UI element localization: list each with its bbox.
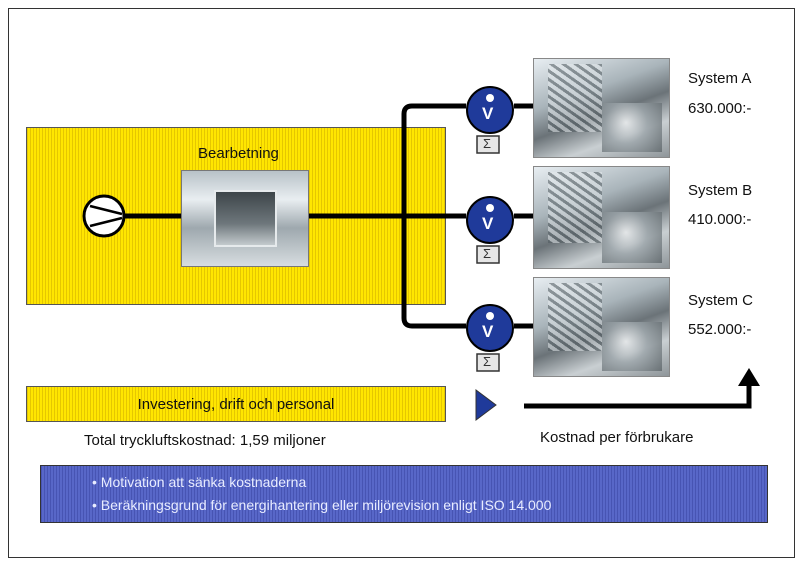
system-c-cost: 552.000:- [688, 321, 752, 338]
sum-box-a [476, 135, 500, 154]
meter-letter-a: V [482, 104, 494, 123]
sum-box-c [476, 353, 500, 372]
total-cost-label: Total tryckluftskostnad: 1,59 miljoner [84, 432, 326, 449]
system-c-name: System C [688, 292, 754, 309]
investment-label: Investering, drift och personal [137, 396, 335, 413]
arrow-up-icon [738, 368, 760, 386]
note-box [40, 465, 768, 523]
consumer-photo-a [533, 58, 670, 158]
per-consumer-label: Kostnad per förbrukare [540, 429, 694, 446]
sum-symbol-a: Σ [483, 136, 492, 151]
triangle-marker-icon [475, 389, 497, 421]
flow-meter-icon-b [466, 196, 514, 244]
pipe-manifold [401, 103, 466, 329]
machine-image [181, 170, 309, 267]
flow-meter-icon-a [466, 86, 514, 134]
investment-bar [26, 386, 446, 422]
sum-symbol-c: Σ [483, 354, 492, 369]
consumer-photo-b [533, 166, 670, 269]
flow-meter-icon-c [466, 304, 514, 352]
meter-letter-c: V [482, 322, 494, 341]
system-b-name: System B [688, 182, 753, 199]
cost-arrow-line [524, 384, 752, 409]
sum-box-b [476, 245, 500, 264]
note-line-1: • Motivation att sänka kostnaderna [92, 474, 307, 490]
system-a-cost: 630.000:- [688, 100, 752, 117]
system-b-cost: 410.000:- [688, 211, 752, 228]
note-line-2: • Beräkningsgrund för energihantering el… [92, 497, 552, 513]
consumer-photo-c [533, 277, 670, 377]
system-a-name: System A [688, 70, 752, 87]
compressor-icon [82, 194, 126, 238]
meter-letter-b: V [482, 214, 494, 233]
sum-symbol-b: Σ [483, 246, 492, 261]
process-title: Bearbetning [198, 145, 279, 162]
